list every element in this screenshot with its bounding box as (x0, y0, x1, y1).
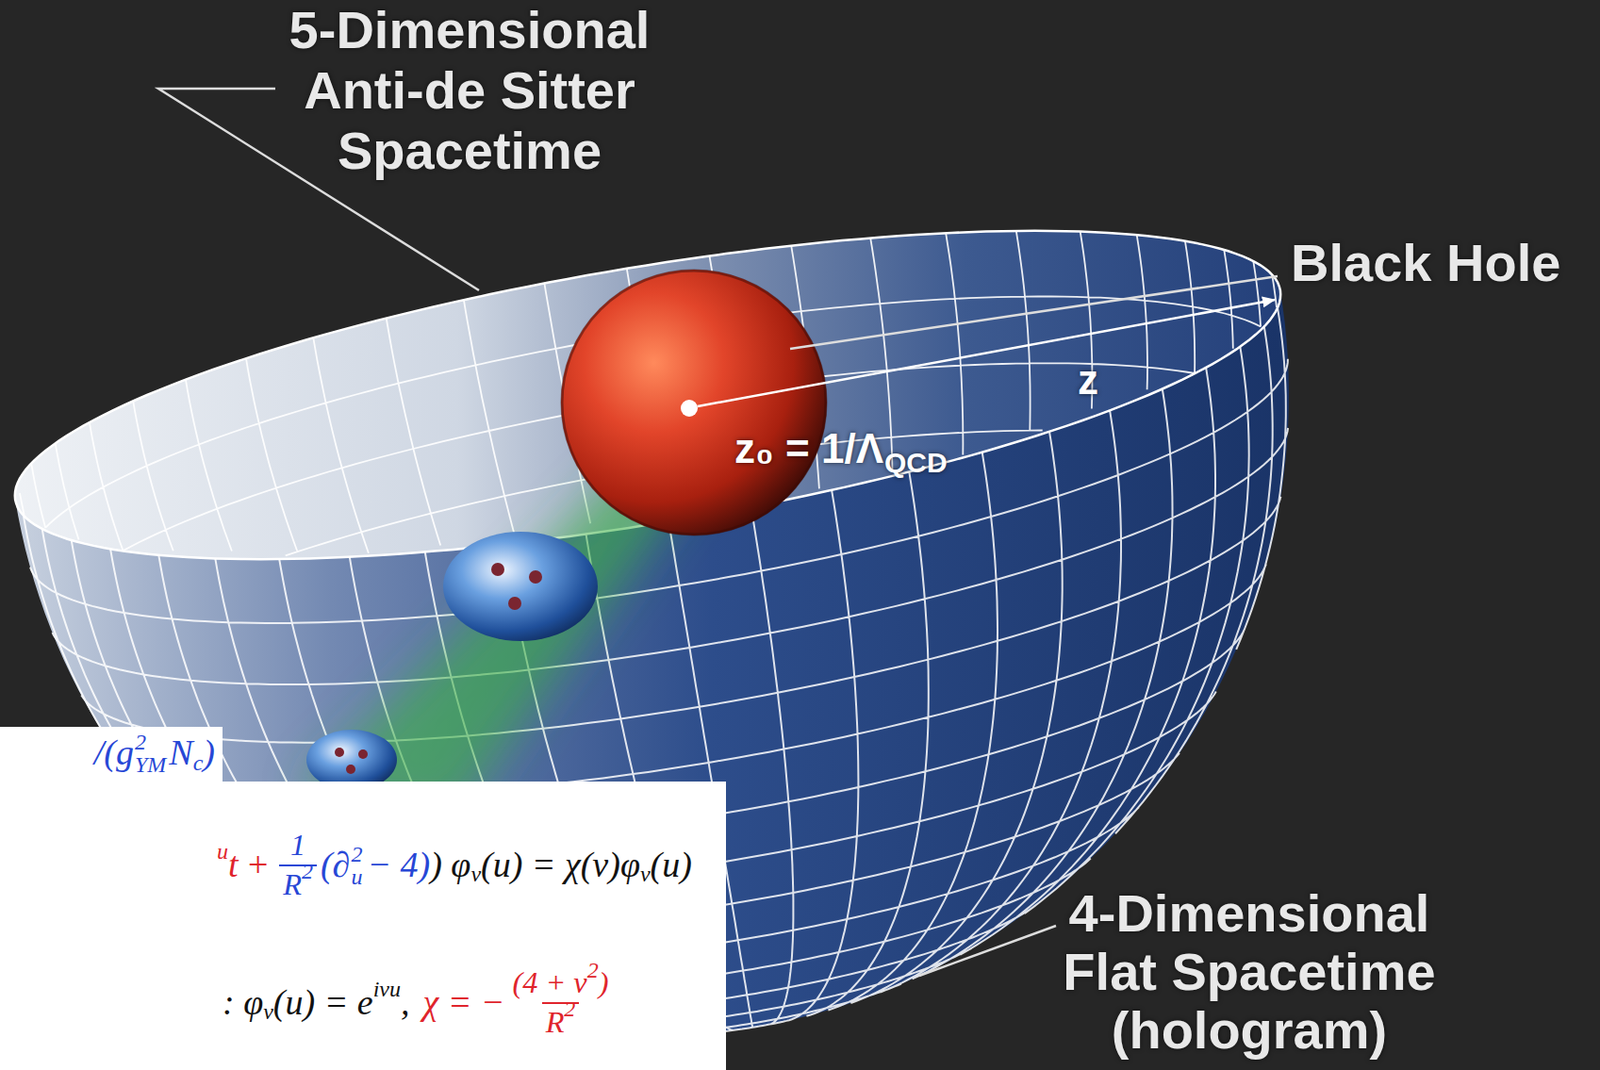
equation-panel: /(g2YMNc) (0, 726, 223, 784)
fraction-numerator: (4 + ν2) (509, 966, 613, 1003)
bowl-inner-grid (19, 230, 1277, 557)
boundary-label: 4-Dimensional Flat Spacetime (hologram) (1041, 884, 1457, 1060)
fraction: 1R2 (279, 828, 317, 902)
quark-dot (508, 596, 522, 611)
equation-text: 1 (290, 828, 306, 863)
bowl-rim (15, 230, 1281, 560)
equation-text: ) (202, 733, 215, 774)
equation-text: (∂ (320, 845, 350, 886)
equation-panel: ut+1R2(∂2u− 4)) φν(u) = χ(ν)φν(u): φν(u)… (0, 781, 726, 1070)
fraction: (4 + ν2)R2 (509, 966, 613, 1040)
equation-text: ) (598, 966, 610, 1001)
equation-text: YM (134, 753, 166, 776)
equation-text: ) φ (429, 845, 471, 886)
quark-dot (528, 570, 543, 584)
equation-text: t (228, 845, 239, 886)
z-axis-arrow (697, 299, 1275, 407)
bowl-inner-surface (15, 230, 1281, 560)
leader-line (919, 925, 1056, 976)
equation-text: − 4) (366, 845, 430, 886)
equation-text: χ = − (423, 983, 506, 1023)
equation-text: u (216, 839, 229, 864)
radius-label: z₀ = 1/Λ (734, 424, 884, 474)
equation-text: , (400, 983, 411, 1023)
equation-line: : φν(u) = eiνu,χ = −(4 + ν2)R2 (222, 966, 612, 1040)
equation-text: : φ (222, 983, 264, 1023)
quark-dot (334, 747, 345, 758)
title-label: 5-Dimensional Anti-de Sitter Spacetime (247, 0, 692, 182)
equation-line: /(g2YMNc) (94, 730, 215, 776)
equation-text: (u) = e (273, 983, 374, 1023)
equation-text: ν (640, 861, 651, 887)
baryon-sphere (443, 531, 598, 642)
equation-text: iνu (373, 976, 401, 1002)
quark-dot (358, 749, 368, 759)
equation-text: ν (263, 999, 274, 1024)
equation-text: N (168, 733, 193, 774)
equation-text: 2 (563, 996, 576, 1022)
equation-text: (4 + ν (512, 966, 588, 1001)
equation-line: ut+1R2(∂2u− 4)) φν(u) = χ(ν)φν(u) (216, 828, 693, 902)
equation-text: 2 (301, 858, 314, 884)
center-dot (680, 399, 698, 417)
equation-text: u (350, 865, 363, 889)
subscript-label: QCD (884, 446, 948, 479)
fraction-denominator: R2 (279, 864, 317, 903)
fraction-denominator: R2 (542, 1002, 580, 1040)
quark-dot (491, 562, 505, 577)
equation-text: R (545, 1006, 565, 1040)
super-sub-stack: 2u (350, 842, 363, 889)
super-sub-stack: 2YM (134, 730, 166, 776)
equation-text: 2 (587, 957, 599, 983)
equation-text: ν (470, 861, 481, 887)
equation-text: (u) = χ(ν)φ (480, 845, 641, 886)
equation-text: 2 (134, 730, 147, 754)
fraction-numerator: 1 (286, 828, 310, 865)
equation-text: c (193, 750, 204, 776)
black-hole-edge (561, 270, 826, 535)
equation-text: /(g (94, 733, 134, 774)
equation-text: + (246, 845, 271, 886)
quark-dot (346, 764, 356, 775)
black-hole-label: Black Hole (1290, 231, 1561, 295)
leader-line (790, 276, 1278, 349)
equation-text: R (282, 868, 302, 903)
black-hole-sphere (560, 269, 827, 536)
equation-text: (u) (650, 845, 693, 886)
equation-text: 2 (350, 842, 363, 866)
axis-label: z (1077, 356, 1099, 404)
